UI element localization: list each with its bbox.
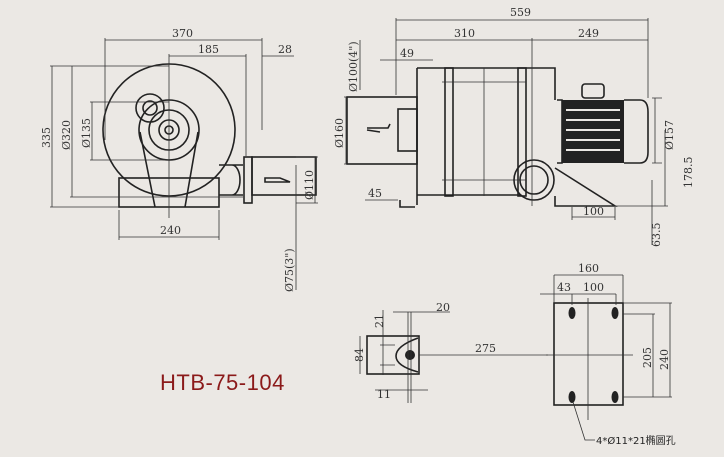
terminal-box (581, 83, 605, 99)
outlet-pipe (251, 156, 317, 196)
dim-157: Ø157 (663, 120, 676, 150)
dim-178-5: 178.5 (682, 157, 695, 189)
dim-370: 370 (172, 27, 193, 40)
base-plate-view: 160 43 100 205 240 4*Ø11*21椭圆孔 (540, 262, 676, 447)
dim-75: Ø75(3") (283, 248, 296, 292)
hole-note: 4*Ø11*21椭圆孔 (596, 434, 676, 447)
dim-45: 45 (368, 187, 382, 200)
front-view: 370 185 28 240 335 Ø320 Ø135 Ø110 Ø75(3"… (40, 27, 318, 292)
dim-11: 11 (377, 388, 391, 401)
dim-249: 249 (578, 27, 599, 40)
outlet-flange (243, 156, 253, 204)
dim-559: 559 (510, 6, 531, 19)
dim-63-5: 63.5 (650, 223, 663, 248)
dim-335: 335 (40, 127, 53, 148)
dim-110: Ø110 (303, 170, 316, 200)
dim-310: 310 (454, 27, 475, 40)
dim-160-plate: 160 (578, 262, 599, 275)
dim-100-inch: Ø100(4") (347, 41, 360, 92)
dim-100-plate: 100 (583, 281, 604, 294)
dim-185: 185 (198, 43, 219, 56)
dim-84: 84 (353, 348, 366, 362)
dim-160: Ø160 (333, 118, 346, 148)
dim-240-plate: 240 (658, 349, 671, 370)
inlet-pipe (346, 96, 418, 165)
dim-28: 28 (278, 43, 292, 56)
dim-275: 275 (475, 342, 496, 355)
dim-21: 21 (373, 314, 386, 328)
bracket-view: 20 275 11 21 84 (353, 301, 548, 403)
dim-20: 20 (436, 301, 450, 314)
dim-240: 240 (160, 224, 181, 237)
base-plate (553, 302, 624, 406)
model-title: HTB-75-104 (160, 370, 285, 395)
dim-205: 205 (641, 347, 654, 368)
dim-43: 43 (557, 281, 571, 294)
side-view: 559 310 249 49 45 100 Ø100(4") Ø160 Ø157… (333, 6, 695, 247)
outlet-port (513, 159, 555, 201)
dim-100: 100 (583, 205, 604, 218)
dim-135: Ø135 (80, 118, 93, 148)
dim-49: 49 (400, 47, 414, 60)
dim-320: Ø320 (60, 120, 73, 150)
